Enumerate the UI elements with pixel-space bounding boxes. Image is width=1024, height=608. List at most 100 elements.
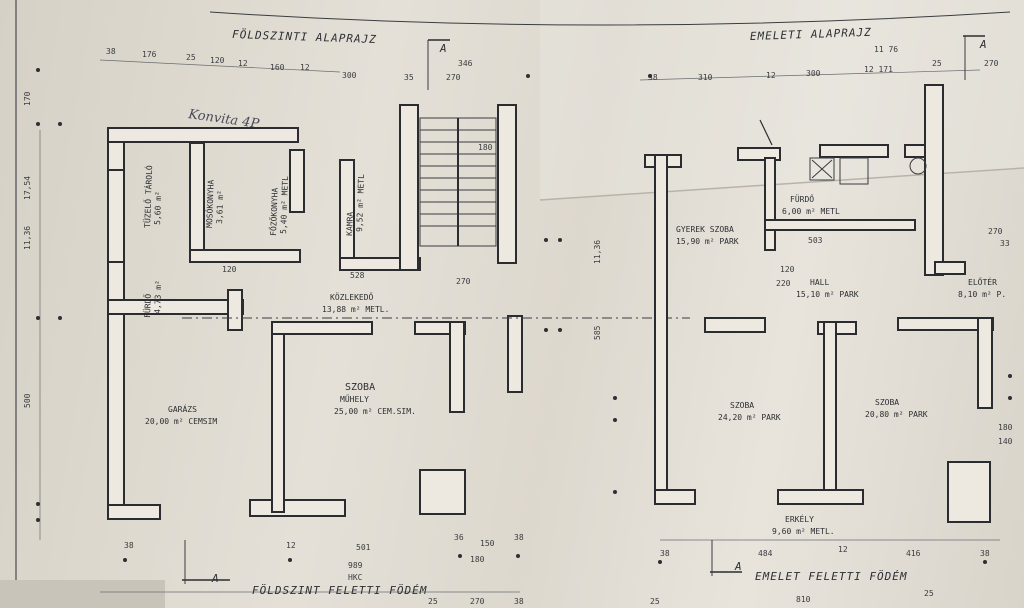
- dimension-label: 38: [660, 549, 670, 558]
- paper-shadow: [0, 580, 165, 608]
- wall: [497, 104, 517, 264]
- dimension-label: 120: [222, 265, 237, 274]
- upper-floor-plan: [639, 35, 1000, 576]
- room-name-mosokonyha: MOSÓKONYHA: [203, 179, 216, 228]
- dimension-label: 25: [932, 59, 942, 68]
- wall: [419, 469, 466, 515]
- wall: [399, 104, 419, 271]
- room-area-fozokonyha: 5,40 m² METL: [279, 176, 290, 234]
- room-name-fuszoba: FÜRDŐ: [142, 293, 153, 318]
- dimension-label: 25: [186, 53, 196, 62]
- room-name-kamra: KAMRA: [345, 212, 355, 237]
- ground-floor-plan: [39, 39, 690, 593]
- dimension-label: 38: [514, 533, 524, 542]
- wall: [777, 489, 864, 505]
- wall: [107, 504, 161, 520]
- room-area-kozlekedo: 13,88 m² METL.: [322, 305, 389, 314]
- dimension-label: 528: [350, 271, 365, 280]
- wall: [271, 321, 285, 513]
- wall: [924, 84, 944, 276]
- room-name-tuzelotarolo: TÜZELŐ TÁROLÓ: [141, 165, 154, 228]
- room-name-garazs: GARÁZS: [168, 403, 197, 414]
- pointer-arrow: [759, 119, 773, 146]
- wall: [271, 321, 373, 335]
- dimension-label: 33: [1000, 239, 1010, 248]
- room-area-hall: 15,10 m² PARK: [796, 290, 859, 299]
- wall: [764, 219, 916, 231]
- dimension-label: 12: [300, 63, 310, 72]
- dimension-label: 12: [766, 71, 776, 80]
- dimension-label: 11,36: [593, 240, 602, 264]
- dimension-label: 501: [356, 543, 371, 552]
- dimension-label: 38: [648, 73, 658, 82]
- ground-floor-title: FÖLDSZINTI ALAPRAJZ: [232, 28, 377, 46]
- upper-floor-slab-label: EMELET FELETTI FÖDÉM: [755, 570, 907, 583]
- dimension-label: 25: [428, 597, 438, 606]
- room-area-garazs: 20,00 m² CEMSIM: [145, 417, 217, 426]
- dimension-label: 170: [23, 91, 32, 106]
- room-area-erkely: 9,60 m² METL.: [772, 527, 835, 536]
- room-name-szoba-2: SZOBA: [875, 398, 899, 407]
- dimension-label: 500: [23, 393, 32, 408]
- wall: [507, 315, 523, 393]
- room-area-szoba-ground: 25,00 m² CEM.SIM.: [334, 407, 416, 416]
- dimension-label: 11,36: [23, 226, 32, 250]
- dimension-label: 38: [106, 47, 116, 56]
- wall: [107, 169, 125, 263]
- room-name-szoba-ground: SZOBA: [345, 382, 375, 393]
- dimension-label: 484: [758, 549, 773, 558]
- room-area-szoba-2: 20,80 m² PARK: [865, 410, 928, 419]
- room-area-gyerekszoba: 15,90 m² PARK: [676, 237, 739, 246]
- dimension-label: 25: [650, 597, 660, 606]
- room-area-kamra: 9,52 m² METL: [355, 174, 366, 232]
- room-name-kozlekedo: KÖZLEKEDŐ: [330, 292, 374, 302]
- dimension-label: 503: [808, 236, 823, 245]
- room-name-erkely: ERKÉLY: [785, 513, 814, 524]
- dimension-label: 160: [270, 63, 285, 72]
- room-name-hall: HALL: [810, 278, 829, 287]
- sheet-border-top: [209, 11, 1011, 26]
- wall: [704, 317, 766, 333]
- dimension-label: 346: [458, 59, 473, 68]
- ground-floor-slab-label: FÖLDSZINT FELETTI FÖDÉM: [252, 584, 427, 597]
- dimension-label: 17,54: [23, 176, 32, 200]
- room-area-fuszoba: 4,73 m²: [153, 280, 163, 314]
- wall: [947, 461, 991, 523]
- dimension-label: 310: [698, 73, 713, 82]
- dimension-label: 300: [342, 71, 357, 80]
- wall: [107, 127, 299, 143]
- wall: [107, 299, 244, 315]
- wall: [977, 317, 993, 409]
- dimension-label: 35: [404, 73, 414, 82]
- dimension-label: 120: [780, 265, 795, 274]
- dimension-label: 270: [446, 73, 461, 82]
- dimension-label: 270: [456, 277, 471, 286]
- dimension-label: 270: [470, 597, 485, 606]
- section-marker-label: A: [439, 42, 448, 55]
- section-marker-label: A: [979, 38, 988, 51]
- dimension-label: 416: [906, 549, 921, 558]
- sink: [839, 157, 869, 185]
- wall: [764, 157, 776, 251]
- room-area-szoba-1: 24,20 m² PARK: [718, 413, 781, 422]
- wall: [289, 149, 305, 213]
- dimension-label: 150: [480, 539, 495, 548]
- dimension-label: 180: [470, 555, 485, 564]
- dimension-label: 180: [478, 143, 493, 152]
- room-name-furdo: FÜRDŐ: [790, 194, 814, 204]
- wall: [654, 154, 668, 501]
- dimension-label: 140: [998, 437, 1013, 446]
- dimension-label: 12: [286, 541, 296, 550]
- room-area-tuzelotarolo: 5,60 m²: [153, 191, 163, 225]
- section-marker-label: A: [734, 560, 743, 573]
- wall: [189, 142, 205, 262]
- dimension-label: 810: [796, 595, 811, 604]
- staircase: [419, 117, 497, 247]
- dimension-label: 36: [454, 533, 464, 542]
- dimension-label: 270: [988, 227, 1003, 236]
- room-name-gyerekszoba: GYEREK SZOBA: [676, 225, 734, 234]
- dimension-label: 38: [514, 597, 524, 606]
- room-name-fozokonyha: FŐZŐKONYHA: [268, 187, 280, 236]
- dimension-label: 11 76: [874, 45, 898, 54]
